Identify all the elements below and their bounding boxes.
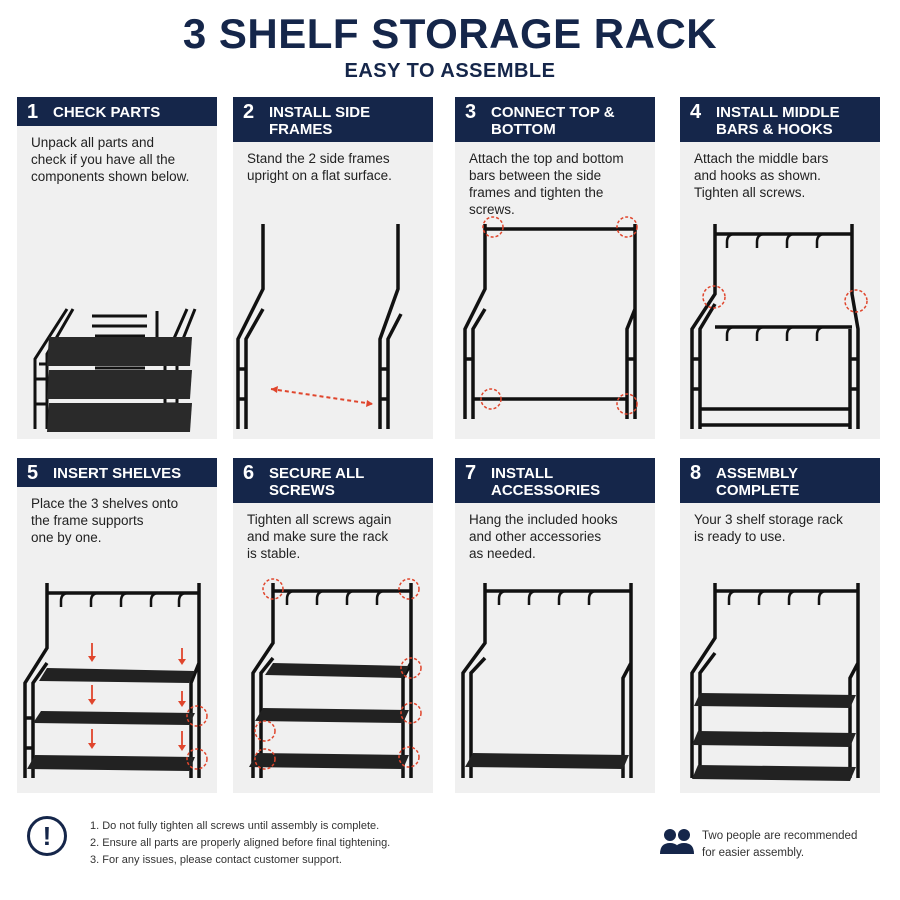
shelf-board [46, 370, 193, 399]
step-header: 1 CHECK PARTS [17, 97, 217, 126]
step-description: Stand the 2 side frames upright on a fla… [247, 151, 392, 183]
step-number: 3 [465, 101, 477, 123]
step-number: 6 [243, 462, 255, 484]
top-bottom-bars-illustration [463, 216, 638, 419]
step-header: 6 SECURE ALL SCREWS [233, 458, 433, 503]
assembled-rack-illustration [690, 583, 860, 781]
step-title: SECURE ALL SCREWS [269, 465, 365, 499]
step-description: Unpack all parts and check if you have a… [31, 135, 190, 184]
step-7-card: 7 INSTALL ACCESSORIES Hang the included … [455, 458, 655, 793]
insert-shelves-illustration [23, 583, 208, 778]
step-description: Attach the middle bars and hooks as show… [694, 151, 829, 200]
step-8-card: 8 ASSEMBLY COMPLETE Your 3 shelf storage… [680, 458, 880, 793]
page-subtitle: EASY TO ASSEMBLE [344, 60, 556, 82]
step-5-card: 5 INSERT SHELVES Place the 3 shelves ont… [17, 458, 217, 793]
step-description: Place the 3 shelves onto the frame suppo… [31, 496, 179, 545]
step-6-card: 6 SECURE ALL SCREWS Tighten all screws a… [233, 458, 433, 793]
shelf-board [46, 337, 193, 366]
step-description: Hang the included hooks and other access… [469, 512, 618, 561]
step-header: 8 ASSEMBLY COMPLETE [680, 458, 880, 503]
two-people-icon [660, 829, 694, 854]
exclamation-circle-icon: ! [27, 816, 67, 856]
note-item: 3. For any issues, please contact custom… [90, 854, 342, 866]
team-note: Two people are recommended for easier as… [702, 830, 858, 859]
page-title: 3 SHELF STORAGE RACK [182, 10, 718, 57]
secure-screws-illustration [249, 578, 422, 778]
shelf-board [46, 403, 193, 432]
step-number: 5 [27, 462, 39, 484]
step-2-card: 2 INSTALL SIDE FRAMES Stand the 2 side f… [233, 97, 433, 439]
step-number: 7 [465, 462, 477, 484]
step-header: 5 INSERT SHELVES [17, 458, 217, 487]
step-description: Tighten all screws again and make sure t… [247, 512, 392, 561]
step-title: INSTALL MIDDLE BARS & HOOKS [716, 104, 840, 138]
note-item: 1. Do not fully tighten all screws until… [90, 820, 380, 832]
step-description: Attach the top and bottom bars between t… [469, 151, 624, 217]
step-3-card: 3 CONNECT TOP & BOTTOM Attach the top an… [455, 97, 655, 439]
step-title: INSTALL SIDE FRAMES [269, 104, 371, 138]
step-title: INSERT SHELVES [53, 465, 182, 482]
step-header: 4 INSTALL MIDDLE BARS & HOOKS [680, 97, 880, 142]
step-title: CHECK PARTS [53, 104, 161, 121]
step-number: 4 [690, 101, 702, 123]
step-header: 3 CONNECT TOP & BOTTOM [455, 97, 655, 142]
side-frames-illustration [236, 224, 403, 429]
step-number: 1 [27, 101, 39, 123]
step-number: 8 [690, 462, 702, 484]
step-header: 2 INSTALL SIDE FRAMES [233, 97, 433, 142]
middle-bars-hooks-illustration [690, 224, 868, 429]
step-number: 2 [243, 101, 255, 123]
step-title: ASSEMBLY COMPLETE [716, 465, 800, 499]
install-accessories-illustration [461, 583, 633, 778]
step-4-card: 4 INSTALL MIDDLE BARS & HOOKS Attach the… [680, 97, 880, 439]
note-item: 2. Ensure all parts are properly aligned… [90, 837, 391, 849]
step-title: CONNECT TOP & BOTTOM [491, 104, 615, 138]
notes-list: 1. Do not fully tighten all screws until… [90, 818, 390, 869]
step-header: 7 INSTALL ACCESSORIES [455, 458, 655, 503]
step-title: INSTALL ACCESSORIES [491, 465, 601, 499]
step-description: Your 3 shelf storage rack is ready to us… [694, 512, 843, 544]
